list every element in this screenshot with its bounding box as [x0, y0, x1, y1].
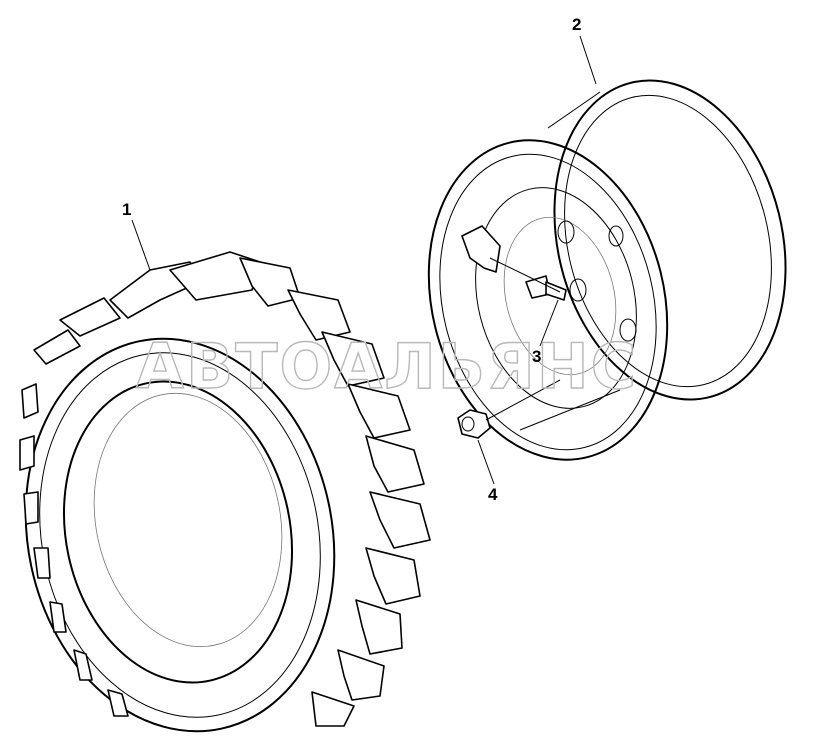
tire-side-lugs [19, 383, 129, 717]
nut [457, 379, 561, 439]
nut-bore [461, 416, 475, 432]
tire-sidewall-outer [24, 337, 336, 733]
tire-tread [33, 251, 431, 727]
callout-leader-nut [477, 439, 495, 485]
rim-valve-boss [461, 225, 501, 273]
callout-leader-rim [579, 35, 597, 85]
watermark-text: АВТОАЛЬЯНС [136, 330, 638, 403]
rim-back-flange [553, 79, 787, 401]
rim [427, 79, 787, 461]
callout-leader-tire [131, 219, 151, 271]
bolt-hole [608, 225, 624, 247]
callout-leader-valve [539, 299, 559, 347]
tire-inner-wall [93, 392, 283, 648]
bolt-hole [557, 220, 575, 244]
tire-bead-opening [62, 380, 294, 684]
callout-label-tire: 1 [122, 200, 131, 219]
callouts: 1 2 3 4 [122, 15, 597, 504]
bolt-hole [569, 278, 587, 302]
tire [19, 251, 431, 733]
valve-stem [545, 281, 567, 301]
valve [489, 257, 567, 301]
bolt-hole [619, 318, 637, 342]
rim-front-inner-edge [439, 153, 657, 451]
nut-axis-line [485, 379, 561, 421]
rim-front-flange [427, 139, 669, 461]
callout-label-rim: 2 [572, 15, 581, 34]
callout-label-valve: 3 [532, 347, 541, 366]
callout-label-nut: 4 [488, 485, 498, 504]
rim-hub-ring [503, 216, 617, 376]
valve-axis-line [489, 257, 561, 293]
rim-disc [475, 187, 637, 409]
rim-back-inner-edge [564, 94, 772, 388]
rim-bolt-holes [557, 220, 637, 342]
